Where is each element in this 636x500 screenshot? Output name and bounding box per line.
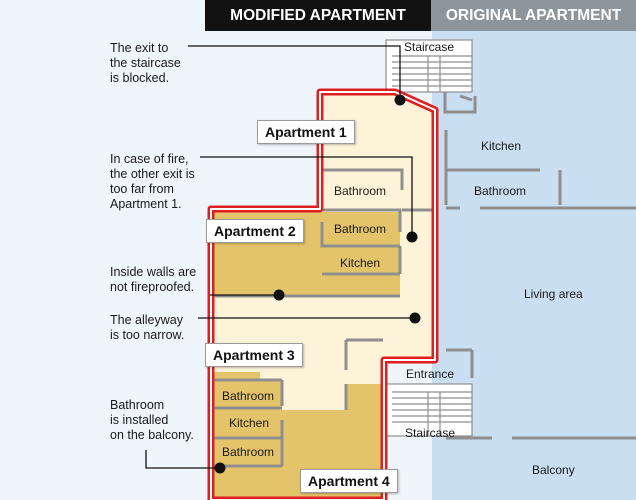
leader-dots	[214, 94, 421, 474]
room-original-kitchen: Kitchen	[481, 139, 522, 153]
room-original-living-area: Living area	[524, 287, 583, 301]
modified-apartment-header: MODIFIED APARTMENT	[205, 0, 431, 31]
room-bathroom-1: Bathroom	[334, 184, 387, 198]
original-apartment-header: ORIGINAL APARTMENT	[431, 0, 636, 31]
note-bathroom-on-balcony: Bathroom is installed on the balcony.	[110, 398, 194, 442]
leader-lines	[145, 45, 415, 469]
room-entrance: Entrance	[406, 367, 455, 381]
note-staircase-blocked: The exit to the staircase is blocked.	[110, 41, 181, 85]
room-bathroom-2: Bathroom	[334, 222, 387, 236]
corridor-area	[400, 212, 432, 296]
room-kitchen-2: Kitchen	[340, 256, 381, 270]
note-alleyway-narrow: The alleyway is too narrow.	[110, 313, 185, 342]
apartment-4-area	[214, 372, 383, 500]
room-original-bathroom: Bathroom	[474, 184, 527, 198]
apartment-1-label: Apartment 1	[257, 120, 355, 144]
apartment-4-label: Apartment 4	[300, 469, 398, 493]
room-bathroom-3: Bathroom	[222, 389, 275, 403]
note-walls-not-fireproofed: Inside walls are not fireproofed.	[110, 265, 197, 294]
note-exit-too-far: In case of fire, the other exit is too f…	[110, 152, 195, 211]
staircase-top-steps	[392, 55, 472, 92]
modified-apartment-outline-inner	[210, 91, 436, 500]
room-staircase-bottom: Staircase	[405, 426, 456, 440]
room-kitchen-3: Kitchen	[229, 416, 270, 430]
room-bathroom-4: Bathroom	[222, 445, 275, 459]
apartment-3-label: Apartment 3	[205, 343, 303, 367]
interior-walls	[214, 92, 636, 468]
room-original-balcony: Balcony	[532, 463, 575, 477]
room-staircase-top: Staircase	[404, 40, 455, 54]
apartment-2-label: Apartment 2	[206, 219, 304, 243]
staircase-bottom-steps	[392, 391, 472, 436]
